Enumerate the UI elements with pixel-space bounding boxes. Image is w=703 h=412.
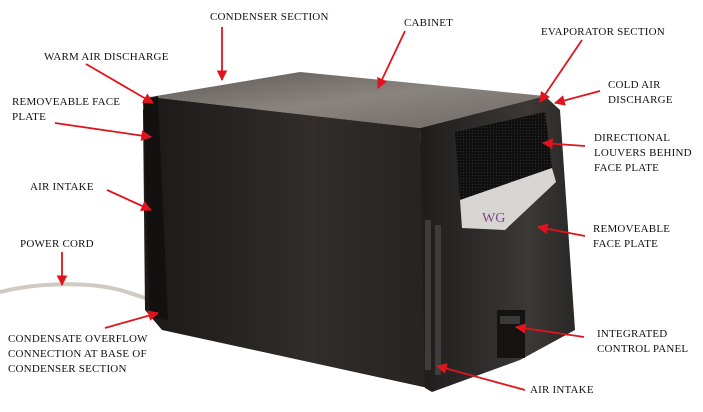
cabinet-top [150,72,545,128]
label-power-cord: POWER CORD [20,238,94,250]
label-directional-louvers: DIRECTIONAL LOUVERS BEHIND FACE PLATE [594,132,692,174]
louvers-mesh [455,112,552,200]
badge-logo: WG [482,211,505,226]
label-removeable-face-plate-left: REMOVEABLE FACE PLATE [12,96,121,123]
label-air-intake-left: AIR INTAKE [30,181,94,193]
label-condensate-overflow: CONDENSATE OVERFLOW CONNECTION AT BASE O… [8,333,148,375]
label-condenser-section: CONDENSER SECTION [210,11,329,23]
left-face-plate [143,96,168,320]
label-cabinet: CABINET [404,17,454,29]
face-plate-badge [460,168,556,230]
label-integrated-control-panel: INTEGRATED CONTROL PANEL [597,328,689,355]
label-cold-air-discharge: COLD AIR DISCHARGE [608,79,673,106]
label-air-intake-bottom: AIR INTAKE [530,384,594,396]
condenser-side [143,97,428,388]
label-evaporator-section: EVAPORATOR SECTION [541,26,665,38]
label-warm-air-discharge: WARM AIR DISCHARGE [44,51,169,63]
label-removeable-face-plate-right: REMOVEABLE FACE PLATE [593,223,671,250]
